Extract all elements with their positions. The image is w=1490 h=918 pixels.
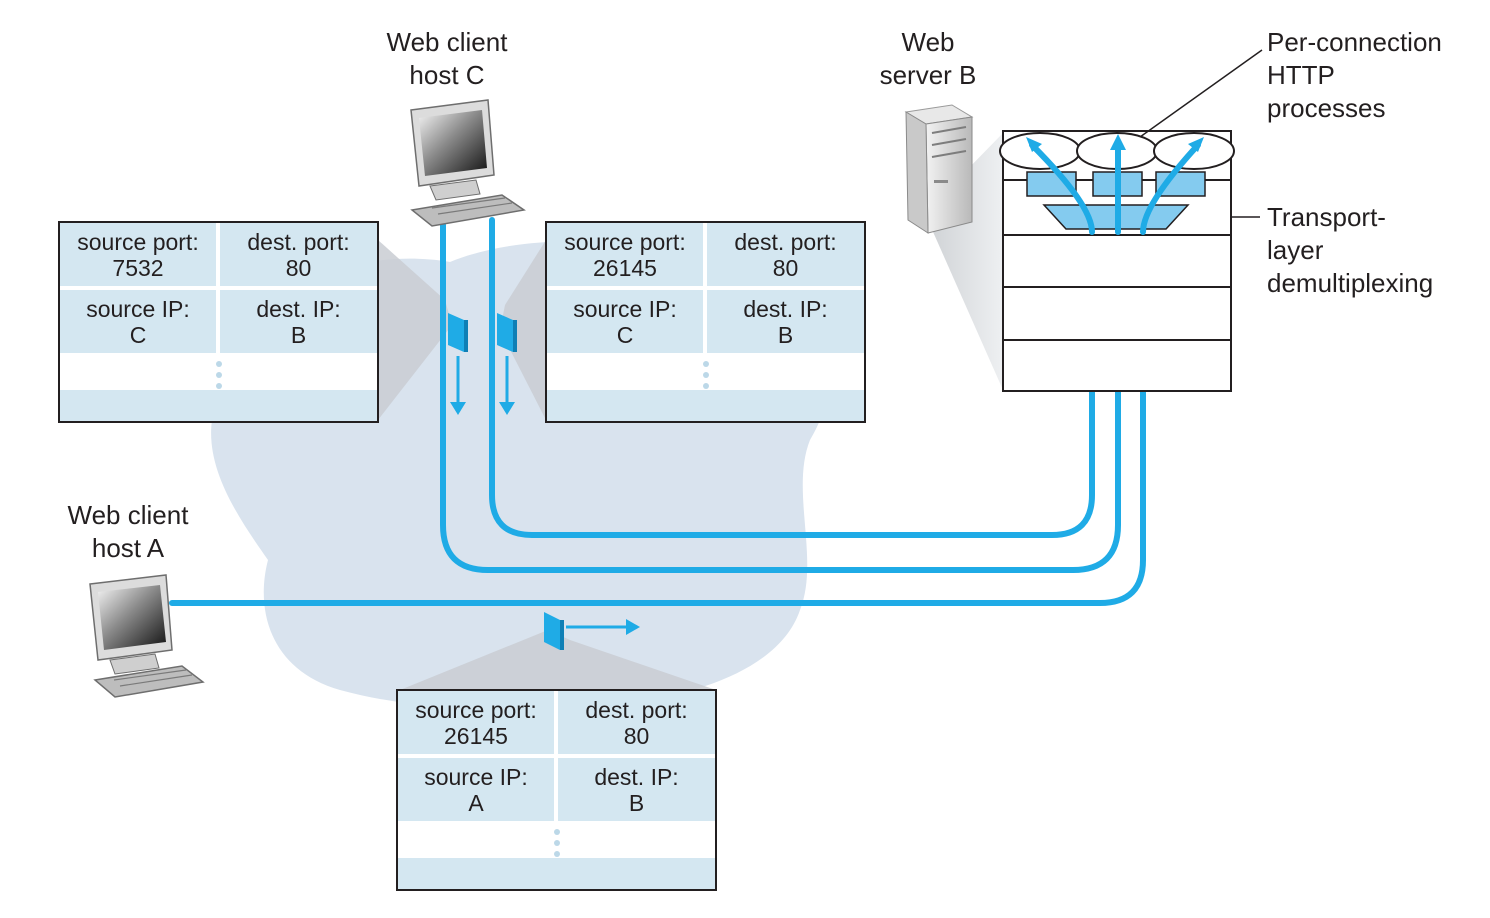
source-port-value: 26145 bbox=[444, 723, 508, 749]
dest-port-value: 80 bbox=[623, 723, 650, 749]
arrow-icon bbox=[1110, 134, 1126, 150]
source-port-value: 7532 bbox=[112, 255, 164, 281]
zoom-beam-left bbox=[378, 240, 452, 420]
label-client-a-line2: host A bbox=[91, 533, 165, 563]
server-tower-icon bbox=[904, 104, 974, 234]
connection-line-a-26145 bbox=[169, 227, 1146, 606]
dest-ip-value: B bbox=[777, 322, 794, 348]
source-ip-label: source IP: bbox=[86, 296, 190, 322]
desktop-computer-icon bbox=[410, 99, 526, 227]
source-ip-label: source IP: bbox=[424, 764, 528, 790]
segment-header-c-7532: source port: 7532 dest. port: 80 source … bbox=[58, 221, 379, 423]
label-server-b-line2: server B bbox=[879, 60, 977, 90]
source-port-label: source port: bbox=[77, 229, 199, 255]
dest-port-value: 80 bbox=[285, 255, 312, 281]
label-client-c-line1: Web client bbox=[386, 27, 508, 57]
source-ip-cell: source IP: A bbox=[398, 758, 554, 821]
source-ip-value: A bbox=[468, 790, 484, 816]
dest-ip-value: B bbox=[290, 322, 307, 348]
label-demux: Transport- layer demultiplexing bbox=[1267, 201, 1433, 300]
source-port-label: source port: bbox=[415, 697, 537, 723]
segment-data-field bbox=[547, 390, 864, 421]
arrow-icon bbox=[1188, 137, 1204, 152]
label-client-c: Web client host C bbox=[367, 26, 527, 92]
source-port-cell: source port: 7532 bbox=[60, 223, 216, 286]
label-client-a: Web client host A bbox=[48, 499, 208, 565]
label-processes-line1: Per-connection bbox=[1267, 27, 1442, 57]
dest-port-cell: dest. port: 80 bbox=[558, 691, 715, 754]
zoom-beam-bottom bbox=[400, 630, 716, 690]
dest-port-value: 80 bbox=[772, 255, 799, 281]
packet-icon bbox=[544, 612, 640, 650]
ellipsis-dots bbox=[703, 361, 709, 394]
connection-line-c-7532 bbox=[440, 222, 1121, 573]
label-processes-line2: HTTP bbox=[1267, 60, 1335, 90]
source-ip-value: C bbox=[616, 322, 634, 348]
segment-data-field bbox=[60, 390, 377, 421]
segment-header-c-26145: source port: 26145 dest. port: 80 source… bbox=[545, 221, 866, 423]
packet-icon bbox=[497, 313, 517, 415]
packet-icon bbox=[448, 313, 468, 415]
label-client-a-line1: Web client bbox=[67, 500, 189, 530]
label-client-c-line2: host C bbox=[409, 60, 485, 90]
dest-ip-label: dest. IP: bbox=[594, 764, 679, 790]
ellipsis-dots bbox=[216, 361, 222, 394]
label-processes-line3: processes bbox=[1267, 93, 1386, 123]
dest-port-label: dest. port: bbox=[585, 697, 688, 723]
label-processes: Per-connection HTTP processes bbox=[1267, 26, 1442, 125]
segment-header-a-26145: source port: 26145 dest. port: 80 source… bbox=[396, 689, 717, 891]
source-ip-cell: source IP: C bbox=[60, 290, 216, 353]
dest-ip-label: dest. IP: bbox=[256, 296, 341, 322]
zoom-beam-right bbox=[500, 240, 546, 420]
source-port-label: source port: bbox=[564, 229, 686, 255]
dest-ip-cell: dest. IP: B bbox=[707, 290, 864, 353]
desktop-computer-icon bbox=[89, 574, 205, 698]
leader-processes bbox=[1139, 49, 1263, 138]
label-demux-line3: demultiplexing bbox=[1267, 268, 1434, 298]
source-ip-value: C bbox=[129, 322, 147, 348]
label-demux-line2: layer bbox=[1267, 235, 1324, 265]
segment-data-field bbox=[398, 858, 715, 889]
dest-port-label: dest. port: bbox=[247, 229, 350, 255]
dest-port-cell: dest. port: 80 bbox=[707, 223, 864, 286]
dest-ip-label: dest. IP: bbox=[743, 296, 828, 322]
label-demux-line1: Transport- bbox=[1267, 202, 1386, 232]
source-ip-label: source IP: bbox=[573, 296, 677, 322]
dest-ip-cell: dest. IP: B bbox=[558, 758, 715, 821]
demux-path-3 bbox=[1140, 142, 1201, 235]
dest-port-cell: dest. port: 80 bbox=[220, 223, 377, 286]
label-server-b-line1: Web bbox=[901, 27, 955, 57]
dest-port-label: dest. port: bbox=[734, 229, 837, 255]
source-port-cell: source port: 26145 bbox=[398, 691, 554, 754]
label-server-b: Web server B bbox=[868, 26, 988, 92]
connection-line-c-26145 bbox=[489, 217, 1095, 538]
source-ip-cell: source IP: C bbox=[547, 290, 703, 353]
demux-path-1 bbox=[1029, 142, 1095, 235]
arrow-icon bbox=[1026, 137, 1042, 152]
dest-ip-value: B bbox=[628, 790, 645, 816]
source-port-value: 26145 bbox=[593, 255, 657, 281]
dest-ip-cell: dest. IP: B bbox=[220, 290, 377, 353]
ellipsis-dots bbox=[554, 829, 560, 862]
source-port-cell: source port: 26145 bbox=[547, 223, 703, 286]
